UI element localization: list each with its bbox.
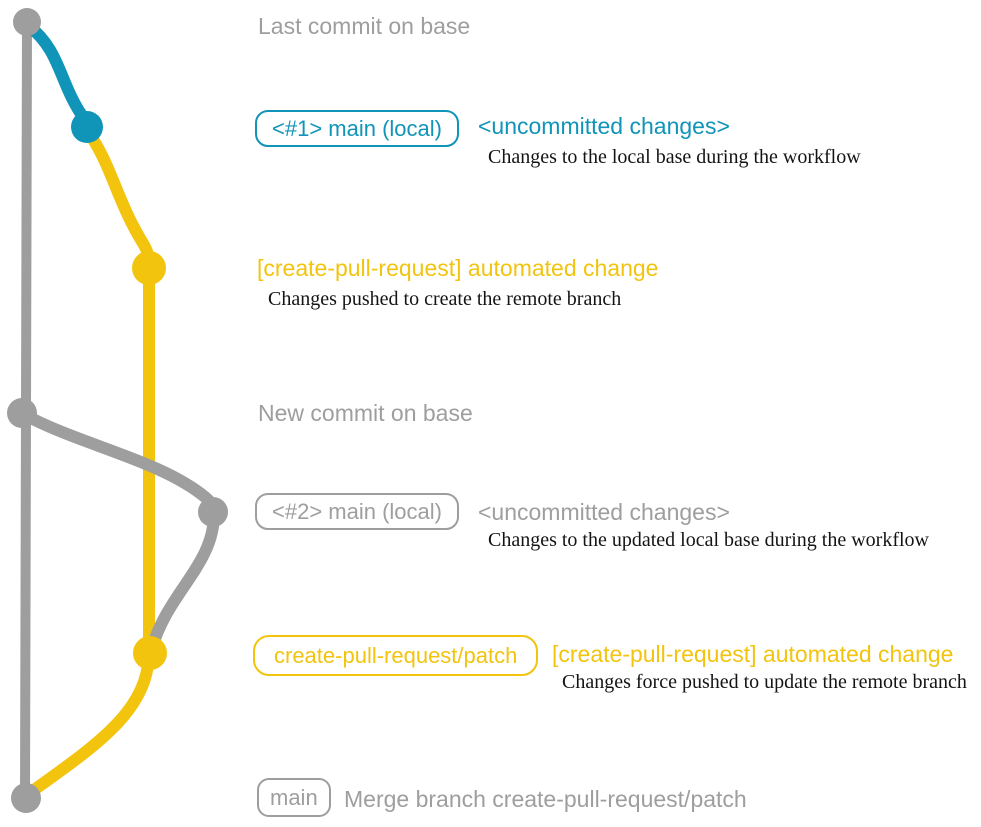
commit-node-last-base: [13, 8, 41, 36]
uncommitted-changes-note-2: <uncommitted changes>: [478, 499, 730, 525]
automated-change-title-2: [create-pull-request] automated change: [552, 641, 954, 667]
caption-push-1: Changes pushed to create the remote bran…: [268, 288, 622, 310]
branch-box-main-local-2-label: <#2> main (local): [272, 498, 442, 524]
local-branch-line-1: [22, 19, 91, 126]
commit-node-automated-1: [132, 251, 166, 285]
branch-box-main-local-1-label: <#1> main (local): [272, 115, 442, 141]
branch-box-patch: create-pull-request/patch: [253, 635, 539, 676]
caption-local-2: Changes to the updated local base during…: [488, 529, 929, 551]
commit-node-local-2: [198, 497, 228, 527]
commit-node-merge: [11, 783, 41, 813]
branch-box-main: main: [257, 778, 331, 817]
uncommitted-changes-note-1: <uncommitted changes>: [478, 113, 730, 139]
automated-change-title-1: [create-pull-request] automated change: [257, 255, 659, 281]
local-branch-line-2: [17, 408, 221, 654]
merge-branch-label: Merge branch create-pull-request/patch: [344, 786, 747, 812]
commit-node-new-base: [7, 398, 37, 428]
branch-box-main-local-1: <#1> main (local): [255, 110, 459, 147]
last-commit-label: Last commit on base: [258, 13, 471, 39]
caption-push-2: Changes force pushed to update the remot…: [562, 671, 967, 693]
branch-box-main-local-2: <#2> main (local): [255, 493, 459, 530]
caption-local-1: Changes to the local base during the wor…: [488, 146, 861, 168]
commit-node-local-1: [71, 111, 103, 143]
commit-node-automated-2: [133, 636, 167, 670]
new-commit-label: New commit on base: [258, 400, 473, 426]
branch-box-patch-label: create-pull-request/patch: [274, 642, 518, 668]
branch-box-main-label: main: [270, 784, 318, 810]
